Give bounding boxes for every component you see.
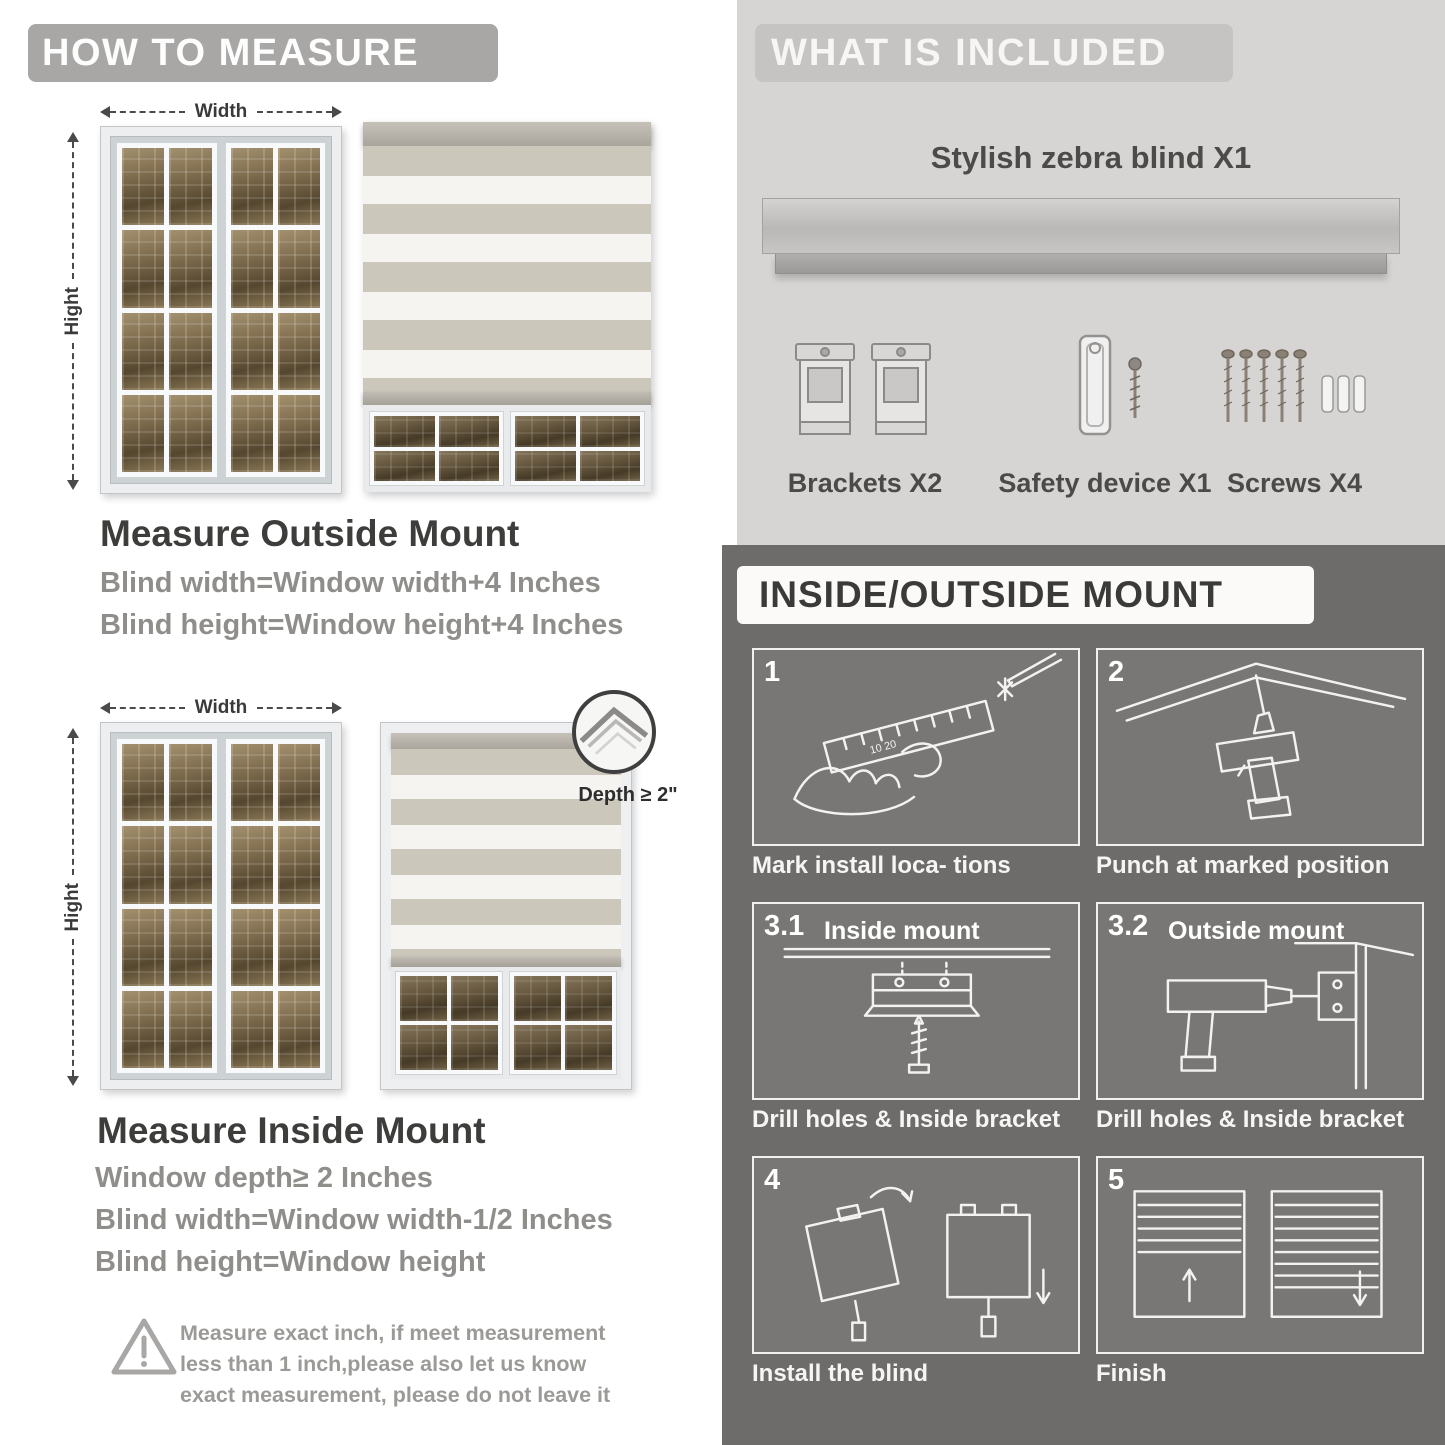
- height-arrow-inside: Hight: [62, 728, 84, 1087]
- install-blind-icon: [805, 1186, 1051, 1342]
- window-behind-blind: [363, 405, 651, 492]
- step-panel-3-1: 3.1 Inside mount: [752, 902, 1080, 1100]
- blind-cassette: [363, 122, 651, 146]
- inside-bracket-icon: [783, 947, 1051, 1074]
- step-number: 2: [1108, 656, 1125, 688]
- step-title: Outside mount: [1168, 917, 1345, 945]
- depth-label: Depth ≥ 2": [578, 784, 678, 806]
- screws-label: Screws X4: [1226, 468, 1363, 498]
- brackets-label: Brackets X2: [787, 468, 943, 498]
- arrow-right-icon: [332, 702, 342, 714]
- arrow-down-icon: [67, 480, 79, 491]
- inside-mount-line: Blind height=Window height: [95, 1246, 486, 1278]
- screws-icon: [1221, 349, 1366, 422]
- inside-mount-title: Measure Inside Mount: [97, 1110, 486, 1151]
- width-label: Width: [194, 697, 248, 718]
- step-panel-5: 5: [1096, 1156, 1424, 1354]
- mark-locations-icon: 10 20: [793, 652, 1063, 816]
- inside-mount-line: Window depth≥ 2 Inches: [95, 1162, 433, 1194]
- window-corner-zoom-icon: [579, 706, 649, 755]
- finish-icon: [1133, 1190, 1383, 1318]
- width-label: Width: [194, 101, 248, 122]
- height-label: Hight: [62, 286, 83, 336]
- step-caption: Punch at marked position: [1096, 852, 1390, 879]
- outside-mount-line: Blind height=Window height+4 Inches: [100, 609, 624, 641]
- arrow-left-icon: [100, 702, 110, 714]
- arrow-left-icon: [100, 106, 110, 118]
- height-arrow-outside: Hight: [62, 132, 84, 491]
- step-number: 5: [1108, 1164, 1125, 1196]
- window-illustration-inside: [100, 722, 342, 1090]
- safety-device-label: Safety device X1: [998, 468, 1212, 498]
- safety-device-icon: [1078, 334, 1142, 436]
- window-sash: [116, 142, 218, 478]
- blind-cassette: [391, 733, 621, 749]
- drill-ceiling-icon: [1115, 662, 1407, 820]
- blind-fabric: [391, 749, 621, 957]
- step-number: 3.1: [764, 910, 805, 942]
- outside-mount-title: Measure Outside Mount: [100, 513, 520, 554]
- window-sash: [224, 738, 326, 1074]
- step-caption: Finish: [1096, 1360, 1167, 1387]
- arrow-up-icon: [67, 728, 79, 738]
- outside-mount-line: Blind width=Window width+4 Inches: [100, 567, 601, 599]
- step-panel-1: 1 10 20: [752, 648, 1080, 846]
- product-title: Stylish zebra blind X1: [930, 140, 1252, 175]
- what-is-included-header: WHAT IS INCLUDED: [755, 24, 1233, 82]
- step-title: Inside mount: [824, 917, 980, 945]
- mount-header: INSIDE/OUTSIDE MOUNT: [737, 566, 1314, 624]
- step-caption: Drill holes & Inside bracket: [1096, 1106, 1405, 1133]
- step-number: 4: [764, 1164, 781, 1196]
- width-arrow-inside: Width: [100, 697, 342, 718]
- step-number: 3.2: [1108, 910, 1149, 942]
- arrow-down-icon: [67, 1076, 79, 1087]
- window-illustration-outside: [100, 126, 342, 494]
- window-sash: [116, 738, 218, 1074]
- window-pane: [122, 148, 165, 226]
- depth-callout-circle: [572, 690, 656, 774]
- blind-fabric: [363, 146, 651, 392]
- step-panel-3-2: 3.2 Outside mount: [1096, 902, 1424, 1100]
- window-behind-blind: [391, 967, 621, 1079]
- width-arrow-outside: Width: [100, 101, 342, 122]
- brackets-icon: [795, 343, 931, 435]
- step-caption: Drill holes & Inside bracket: [752, 1106, 1061, 1133]
- blind-bottom-rail: [391, 957, 621, 967]
- zebra-blind-inside-illustration: [380, 722, 632, 1090]
- step-caption: Mark install loca- tions: [752, 852, 1011, 879]
- step-panel-2: 2: [1096, 648, 1424, 846]
- headrail-illustration: [762, 198, 1400, 274]
- step-panel-4: 4: [752, 1156, 1080, 1354]
- blind-bottom-rail: [363, 392, 651, 405]
- inside-mount-line: Blind width=Window width-1/2 Inches: [95, 1204, 613, 1236]
- outside-bracket-icon: [1166, 941, 1415, 1090]
- warning-triangle-icon: [111, 1318, 177, 1375]
- measure-warning-text: Measure exact inch, if meet measurement …: [180, 1321, 611, 1407]
- how-to-measure-header: HOW TO MEASURE: [28, 24, 498, 82]
- arrow-right-icon: [332, 106, 342, 118]
- height-label: Hight: [62, 882, 83, 932]
- step-caption: Install the blind: [752, 1360, 929, 1387]
- svg-text:10 20: 10 20: [869, 738, 898, 757]
- zebra-blind-outside-illustration: [363, 122, 651, 492]
- arrow-up-icon: [67, 132, 79, 142]
- window-sash: [224, 142, 326, 478]
- step-number: 1: [764, 656, 781, 688]
